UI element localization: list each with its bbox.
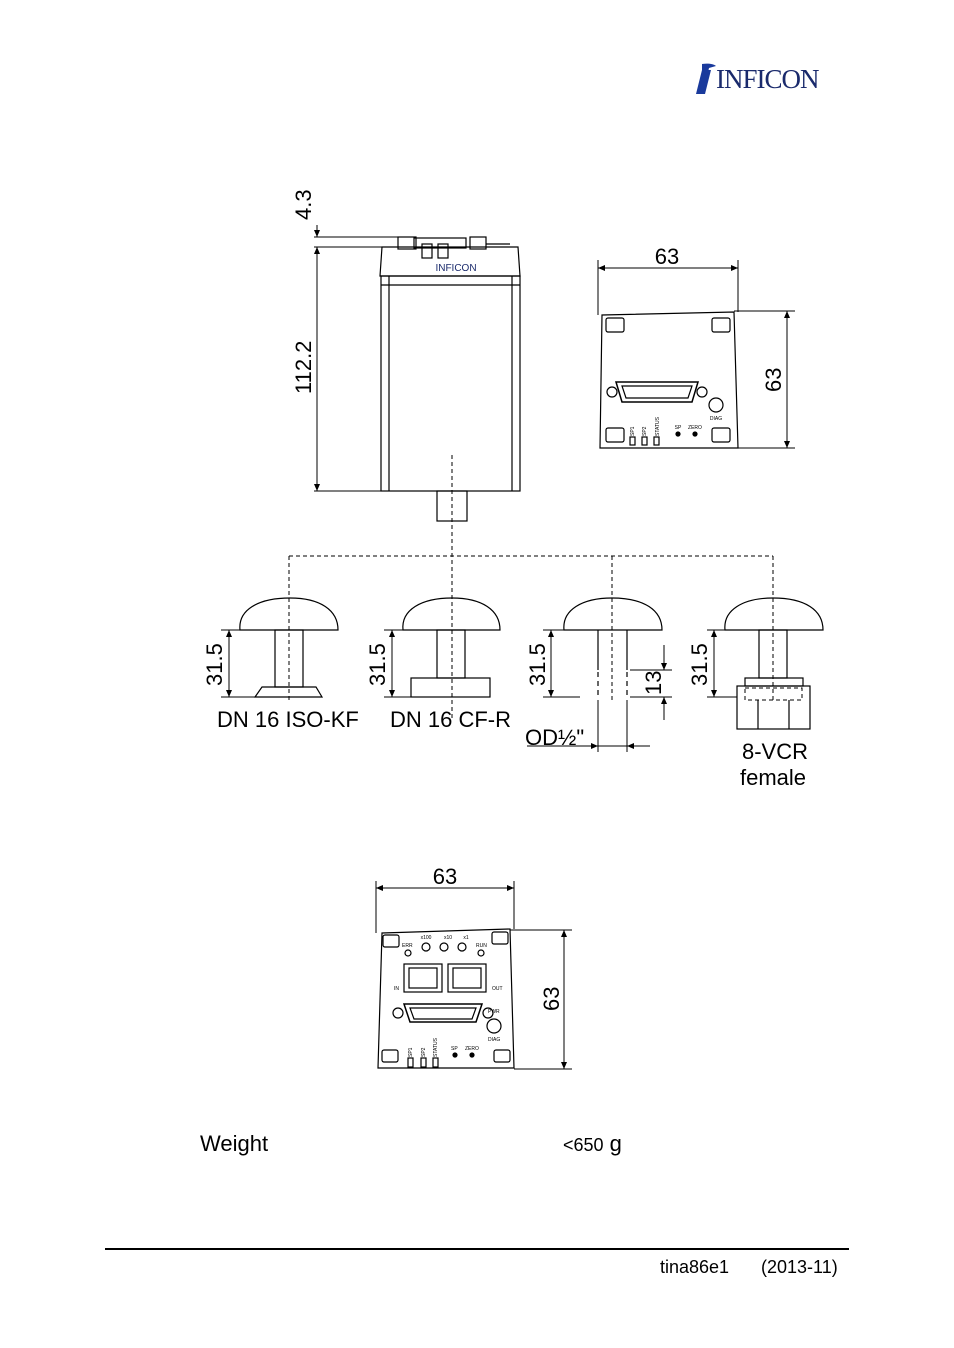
weight-value: <650 g (563, 1131, 622, 1157)
bottom-x10-label: x10 (444, 935, 452, 941)
dimension-drawing: INFICON 4.3 112.2 63 63 DIAG SP ZERO SP1… (202, 189, 824, 1070)
flange-od-label: OD½" (525, 725, 584, 750)
bottom-status-label: STATUS (433, 1037, 439, 1057)
dim-height-top: 63 (761, 368, 786, 392)
bottom-sp-label: SP (451, 1046, 458, 1052)
top-view-zero-label: ZERO (688, 425, 702, 431)
weight-value-number: <650 (563, 1135, 604, 1155)
flange-iso-kf-dim: 31.5 (202, 643, 227, 686)
dim-height-bottom: 63 (539, 987, 564, 1011)
flange-cf-r-dim: 31.5 (365, 643, 390, 686)
bottom-zero-label: ZERO (465, 1046, 479, 1052)
weight-value-unit: g (603, 1131, 622, 1156)
footer-doc-id: tina86e1 (660, 1257, 730, 1277)
bottom-pwr-label: PWR (488, 1009, 500, 1015)
dim-body-length: 112.2 (291, 341, 316, 394)
device-logo: INFICON (435, 263, 476, 274)
flange-od-dim: 31.5 (525, 643, 550, 686)
inficon-mark-icon (696, 63, 716, 94)
flange-iso-kf-label: DN 16 ISO-KF (217, 707, 359, 732)
bottom-in-label: IN (394, 986, 399, 992)
dim-top-cap: 4.3 (291, 189, 316, 220)
dim-width-top: 63 (655, 244, 679, 269)
bottom-err-label: ERR (402, 943, 413, 949)
company-logo: INFICON (694, 62, 846, 96)
top-view-sp1-label: SP1 (630, 426, 636, 436)
bottom-diag-label: DIAG (488, 1037, 500, 1043)
top-view-sp-label: SP (675, 425, 682, 431)
top-view-sp2-label: SP2 (642, 426, 648, 436)
bottom-x1-label: x1 (463, 935, 469, 941)
top-view-status-label: STATUS (655, 416, 661, 436)
flange-vcr-dim: 31.5 (687, 643, 712, 686)
bottom-x100-label: x100 (421, 935, 432, 941)
top-view-diag-label: DIAG (710, 416, 722, 422)
flange-od-13-dim: 13 (641, 671, 666, 695)
bottom-out-label: OUT (492, 986, 503, 992)
dim-width-bottom: 63 (433, 864, 457, 889)
weight-label: Weight (200, 1131, 269, 1156)
footer-rule (105, 1248, 849, 1250)
bottom-sp2-label: SP2 (421, 1047, 427, 1057)
bottom-run-label: RUN (476, 943, 487, 949)
logo-text: INFICON (716, 64, 820, 94)
flange-vcr-label-2: female (740, 765, 806, 790)
bottom-sp1-label: SP1 (408, 1047, 414, 1057)
footer-date: (2013-11) (761, 1257, 838, 1277)
flange-vcr-label-1: 8-VCR (742, 739, 808, 764)
flange-cf-r-label: DN 16 CF-R (390, 707, 511, 732)
